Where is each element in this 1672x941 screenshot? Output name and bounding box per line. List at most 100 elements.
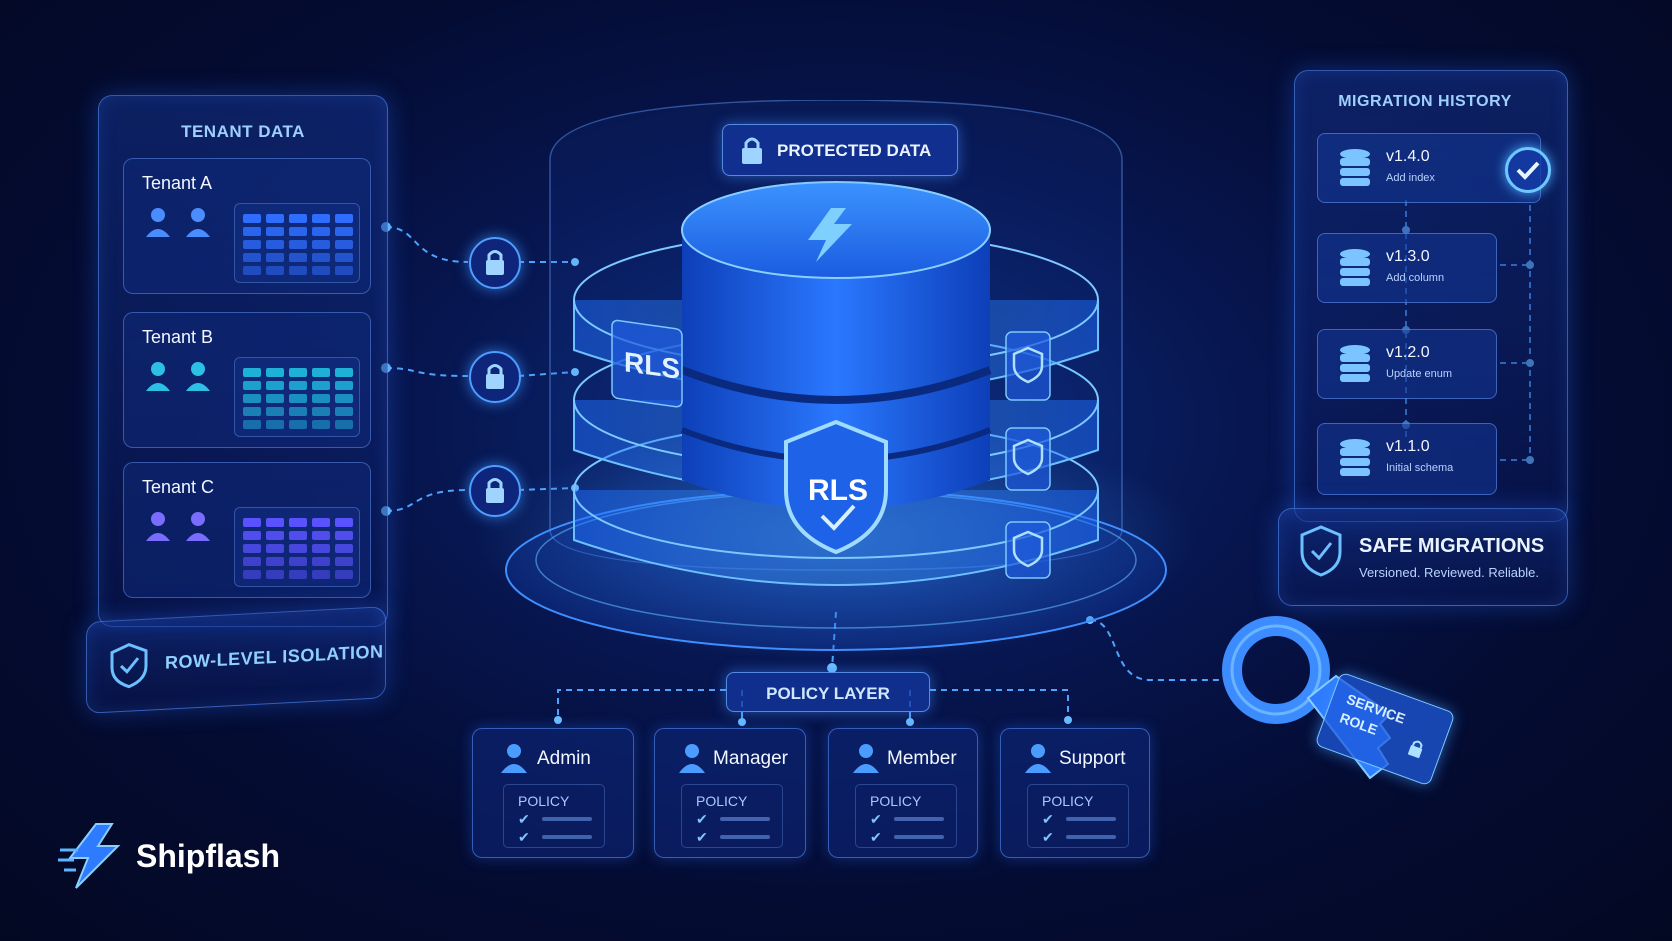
migration-item[interactable]: v1.4.0 Add index	[1317, 133, 1541, 203]
data-cell	[266, 570, 284, 579]
check-icon: ✔	[518, 811, 530, 827]
data-cell	[243, 420, 261, 429]
user-icon	[501, 743, 527, 778]
tenant-users-icon	[146, 207, 216, 244]
safe-migrations-subtitle: Versioned. Reviewed. Reliable.	[1359, 565, 1539, 580]
data-cell	[266, 240, 284, 249]
lock-icon	[739, 135, 765, 170]
data-cell	[289, 381, 307, 390]
shield-check-icon	[109, 642, 149, 695]
role-card-admin[interactable]: Admin POLICY ✔ ✔	[472, 728, 634, 858]
policy-layer-label: POLICY LAYER	[766, 684, 890, 703]
safe-migrations-title: SAFE MIGRATIONS	[1359, 535, 1545, 557]
shield-check-icon	[1299, 525, 1343, 582]
data-cell	[243, 570, 261, 579]
tenant-card-c[interactable]: Tenant C	[123, 462, 371, 598]
data-cell	[335, 240, 353, 249]
policy-label: POLICY	[696, 793, 748, 809]
role-name: Support	[1059, 748, 1126, 769]
completed-check-icon	[1505, 147, 1551, 193]
data-cell	[335, 557, 353, 566]
data-cell	[266, 544, 284, 553]
tenant-rows-grid	[234, 357, 360, 437]
role-card-member[interactable]: Member POLICY ✔ ✔	[828, 728, 978, 858]
tenant-card-a[interactable]: Tenant A	[123, 158, 371, 294]
data-cell	[312, 214, 330, 223]
data-cell	[312, 570, 330, 579]
data-cell	[289, 368, 307, 377]
data-cell	[289, 253, 307, 262]
policy-box: POLICY ✔ ✔	[503, 784, 605, 848]
role-card-support[interactable]: Support POLICY ✔ ✔	[1000, 728, 1150, 858]
policy-label: POLICY	[870, 793, 922, 809]
row-level-isolation-badge: ROW-LEVEL ISOLATION	[86, 606, 386, 714]
data-cell	[335, 518, 353, 527]
brand-name: Shipflash	[136, 838, 281, 874]
data-cell	[335, 544, 353, 553]
database-icon	[1338, 248, 1372, 293]
migration-item[interactable]: v1.2.0 Update enum	[1317, 329, 1497, 399]
tenant-a-lock-icon	[469, 237, 521, 289]
data-cell	[312, 368, 330, 377]
brand-logo[interactable]: Shipflash	[56, 820, 316, 892]
row-level-isolation-label: ROW-LEVEL ISOLATION	[165, 641, 384, 673]
rls-shield-label: RLS	[808, 474, 868, 507]
data-cell	[243, 531, 261, 540]
migration-version: v1.1.0	[1386, 438, 1430, 455]
check-icon: ✔	[518, 829, 530, 845]
data-cell	[312, 544, 330, 553]
data-cell	[243, 240, 261, 249]
role-name: Member	[887, 748, 957, 769]
lightning-logo-icon	[56, 820, 132, 897]
migration-description: Initial schema	[1386, 462, 1454, 474]
data-cell	[312, 240, 330, 249]
policy-label: POLICY	[518, 793, 570, 809]
data-cell	[243, 544, 261, 553]
user-icon	[679, 743, 705, 778]
data-cell	[266, 420, 284, 429]
data-cell	[335, 407, 353, 416]
data-cell	[312, 253, 330, 262]
data-cell	[266, 266, 284, 275]
tenant-panel-heading: TENANT DATA	[181, 122, 305, 141]
data-cell	[312, 407, 330, 416]
tenant-users-icon	[146, 511, 216, 548]
tenant-data-panel: TENANT DATA Tenant A Tenant B Tenant C	[98, 95, 388, 627]
migration-item[interactable]: v1.1.0 Initial schema	[1317, 423, 1497, 495]
small-lock-icon	[1403, 737, 1427, 766]
role-name: Admin	[537, 748, 591, 769]
migration-version: v1.4.0	[1386, 148, 1430, 165]
data-cell	[312, 266, 330, 275]
data-cell	[289, 518, 307, 527]
database-cylinder-illustration	[505, 100, 1167, 651]
tenant-card-b[interactable]: Tenant B	[123, 312, 371, 448]
user-icon	[853, 743, 879, 778]
data-cell	[289, 214, 307, 223]
data-cell	[266, 407, 284, 416]
migration-description: Add column	[1386, 272, 1445, 284]
data-cell	[335, 266, 353, 275]
migration-history-panel: MIGRATION HISTORY v1.4.0 Add index v1.3.…	[1294, 70, 1568, 522]
tenant-label: Tenant B	[142, 327, 214, 347]
data-cell	[266, 381, 284, 390]
check-icon: ✔	[696, 811, 708, 827]
data-cell	[312, 227, 330, 236]
database-icon	[1338, 438, 1372, 483]
data-cell	[335, 570, 353, 579]
policy-box: POLICY ✔ ✔	[855, 784, 957, 848]
data-cell	[243, 394, 261, 403]
data-cell	[266, 557, 284, 566]
data-cell	[335, 368, 353, 377]
migration-item[interactable]: v1.3.0 Add column	[1317, 233, 1497, 303]
data-cell	[335, 420, 353, 429]
data-cell	[335, 531, 353, 540]
data-cell	[312, 557, 330, 566]
data-cell	[243, 227, 261, 236]
migration-description: Update enum	[1386, 368, 1453, 380]
data-cell	[243, 518, 261, 527]
data-cell	[335, 214, 353, 223]
tenant-c-lock-icon	[469, 465, 521, 517]
policy-box: POLICY ✔ ✔	[681, 784, 783, 848]
check-icon: ✔	[870, 811, 882, 827]
role-card-manager[interactable]: Manager POLICY ✔ ✔	[654, 728, 806, 858]
